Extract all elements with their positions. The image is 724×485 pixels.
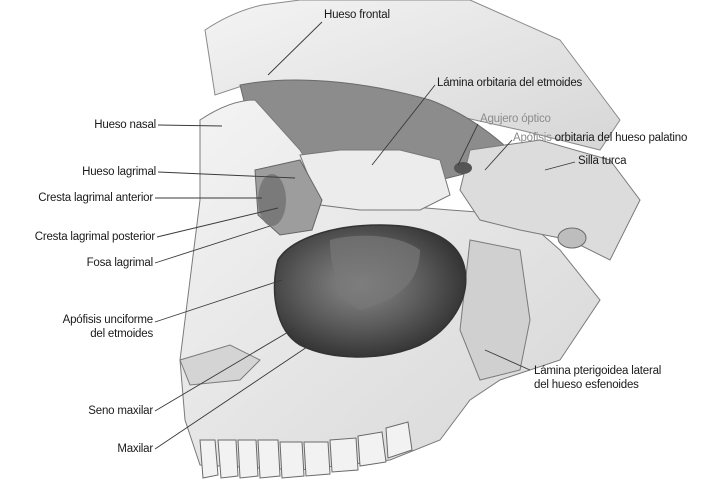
label-maxilar: Maxilar (117, 442, 153, 456)
tooth (238, 440, 258, 478)
label-cresta-anterior: Cresta lagrimal anterior (38, 191, 153, 205)
label-lamina-pterigoidea: Lámina pterigoidea lateral del hueso esf… (534, 364, 661, 392)
label-seno-maxilar: Seno maxilar (88, 404, 153, 418)
label-silla-turca: Silla turca (578, 154, 626, 168)
optic-canal-shape (454, 162, 472, 174)
label-hueso-nasal: Hueso nasal (94, 118, 156, 132)
label-apofisis-unciforme-line2: del etmoides (63, 327, 153, 341)
label-cresta-posterior: Cresta lagrimal posterior (35, 230, 155, 244)
tooth (200, 440, 218, 478)
label-apofisis-orbitaria: Apófisis orbitaria del hueso palatino (513, 131, 687, 145)
tooth (218, 440, 238, 478)
tooth (304, 442, 330, 476)
tooth (258, 440, 280, 478)
label-orbitaria-palatino: orbitaria del hueso palatino (555, 132, 688, 144)
label-fosa-lagrimal: Fosa lagrimal (87, 256, 153, 270)
label-hueso-lagrimal: Hueso lagrimal (82, 165, 156, 179)
sphenoid-process (558, 228, 586, 248)
label-lamina-pterigoidea-line1: Lámina pterigoidea lateral (534, 364, 661, 378)
ethmoid-plate-shape (300, 150, 450, 210)
tooth (358, 432, 386, 466)
label-apofisis-word: Apófisis (513, 132, 552, 144)
tooth (330, 438, 358, 472)
label-apofisis-unciforme: Apófisis unciforme del etmoides (63, 313, 153, 341)
label-apofisis-unciforme-line1: Apófisis unciforme (63, 313, 153, 327)
label-agujero-optico: Agujero óptico (480, 112, 551, 126)
label-lamina-pterigoidea-line2: del hueso esfenoides (534, 378, 661, 392)
label-hueso-frontal: Hueso frontal (324, 8, 390, 22)
tooth (280, 442, 304, 478)
lacrimal-fossa-shape (258, 174, 286, 226)
label-lamina-orbitaria: Lámina orbitaria del etmoides (437, 76, 582, 90)
